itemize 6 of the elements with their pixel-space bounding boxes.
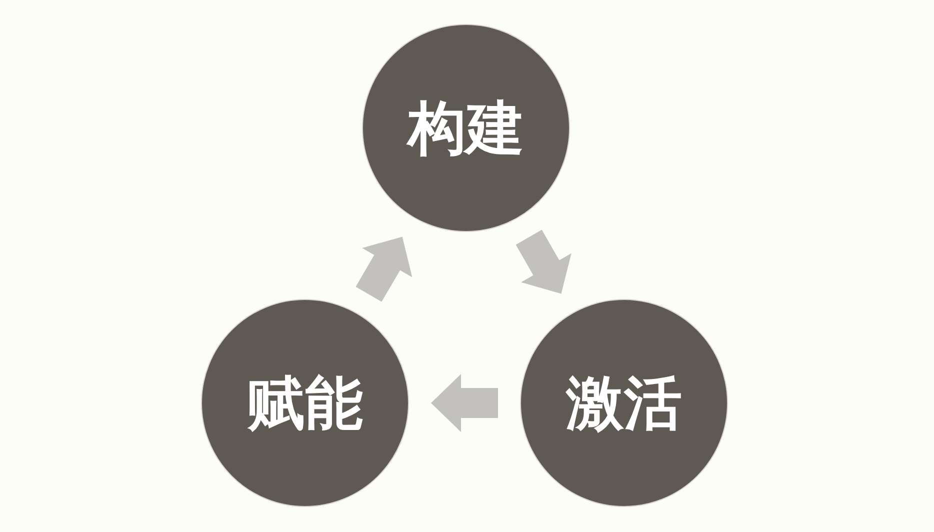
node-label: 构建	[408, 99, 524, 157]
block-arrow	[516, 230, 572, 294]
block-arrow	[356, 236, 412, 302]
node-label: 激活	[566, 374, 682, 432]
block-arrow	[431, 374, 498, 432]
node-label: 赋能	[247, 374, 363, 432]
